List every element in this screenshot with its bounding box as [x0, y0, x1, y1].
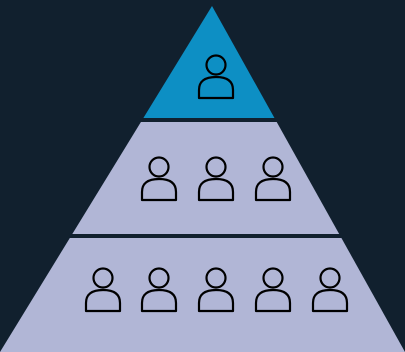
- person-icon: [311, 267, 349, 313]
- pyramid-tier-middle: [71, 120, 341, 236]
- person-icon: [140, 156, 178, 202]
- pyramid-tier-top: [142, 6, 276, 120]
- person-icon: [197, 54, 235, 100]
- person-icon: [197, 156, 235, 202]
- person-icon: [84, 267, 122, 313]
- pyramid-tier-bottom: [0, 236, 405, 352]
- person-icon: [140, 267, 178, 313]
- person-icon: [254, 156, 292, 202]
- tier-shape-middle: [71, 120, 341, 236]
- person-icon: [254, 267, 292, 313]
- tier-shape-top: [142, 6, 276, 120]
- person-icon: [197, 267, 235, 313]
